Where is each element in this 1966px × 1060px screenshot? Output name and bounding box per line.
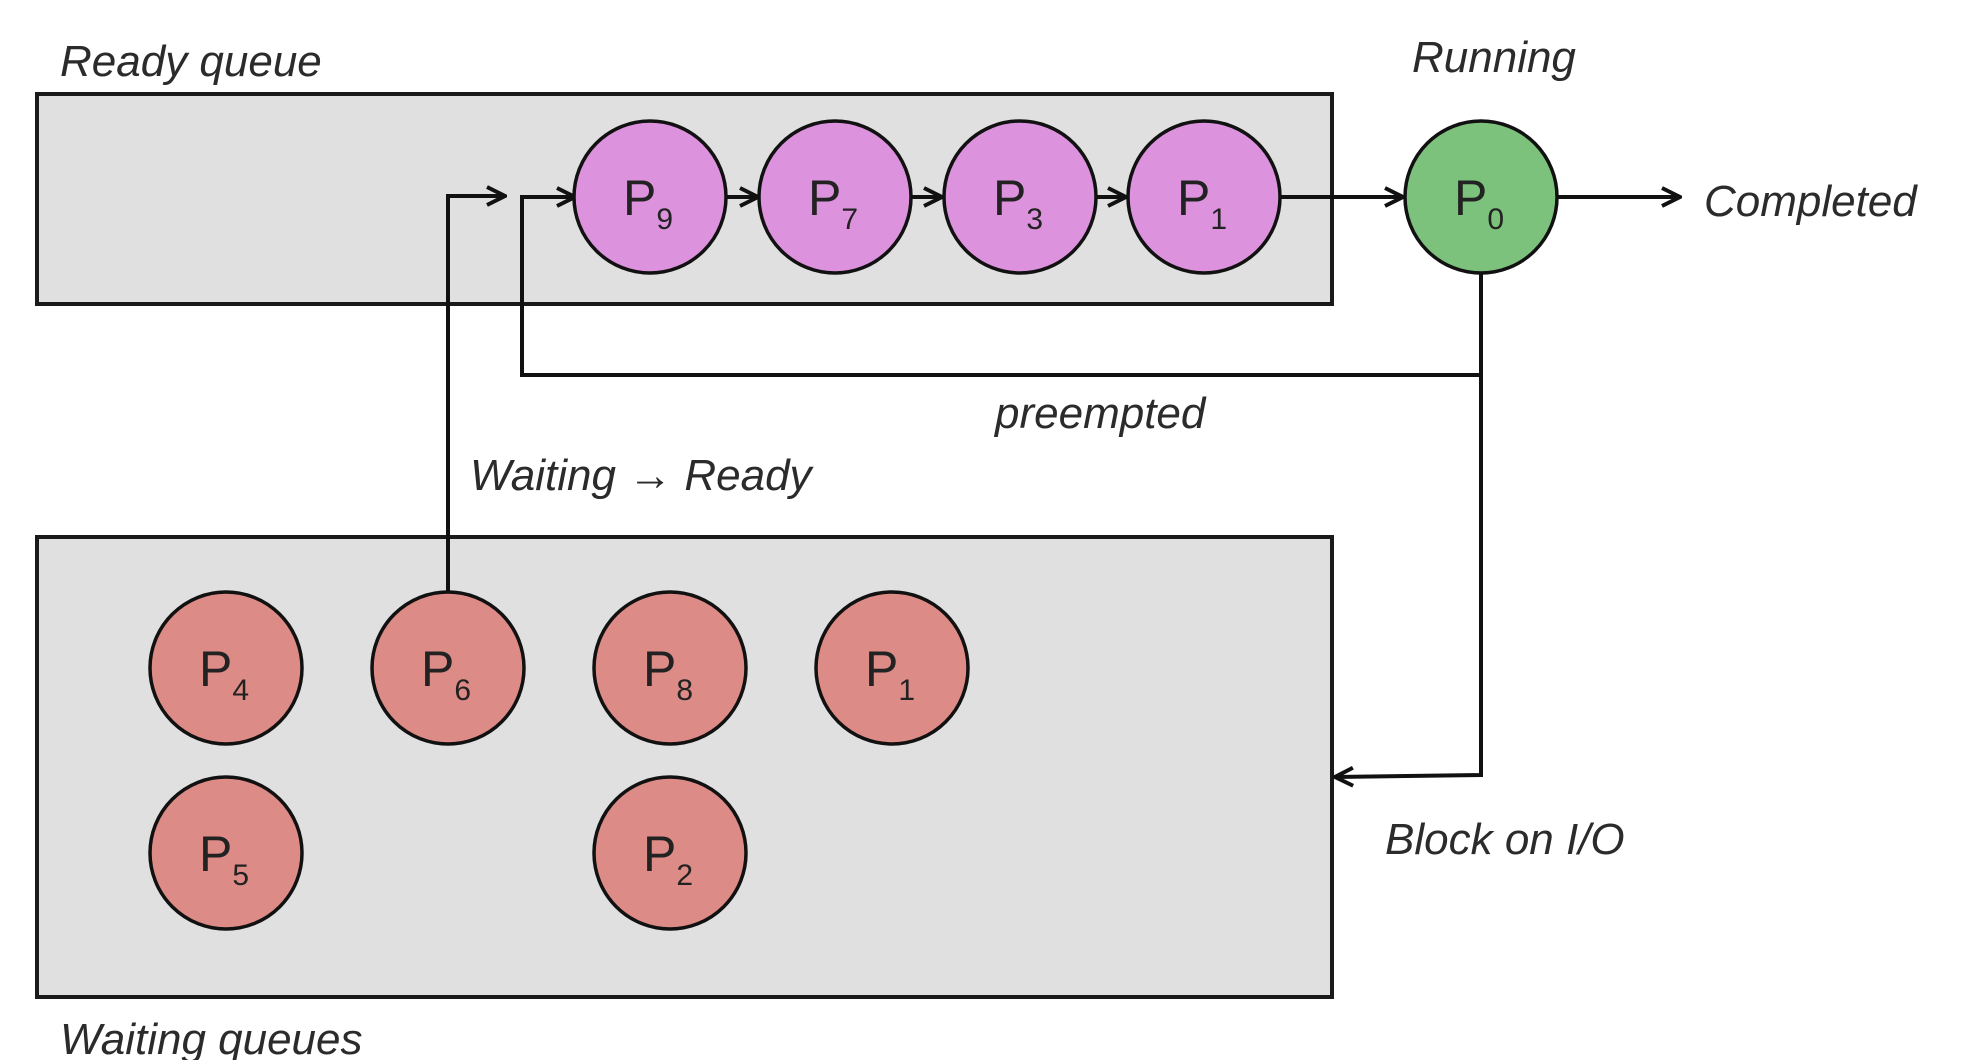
- ready-process-p3: P3: [942, 119, 1098, 275]
- ready-process-p1-circle: [1126, 119, 1282, 275]
- ready-queue-label: Ready queue: [60, 37, 322, 86]
- ready-process-p1: P1: [1126, 119, 1282, 275]
- ready-process-p9-label: P9: [623, 170, 673, 236]
- waiting-process-p5-5-label: P5: [199, 826, 249, 892]
- running-process-p0-label: P0: [1454, 170, 1504, 236]
- waiting-process-p5-5: P5: [148, 775, 304, 931]
- flow-arrows: [446, 196, 1680, 777]
- block-on-io-arrow: [1335, 375, 1483, 777]
- waiting-process-p6-2-circle: [370, 590, 526, 746]
- ready-process-p7: P7: [757, 119, 913, 275]
- ready-process-p3-circle: [942, 119, 1098, 275]
- waiting-process-p2-6-label: P2: [643, 826, 693, 892]
- waiting-process-p1-4: P1: [814, 590, 970, 746]
- waiting-process-p5-5-circle: [148, 775, 304, 931]
- ready-process-p1-label: P1: [1177, 170, 1227, 236]
- waiting-process-p4-1: P4: [148, 590, 304, 746]
- waiting-process-p6-2: P6: [370, 590, 526, 746]
- waiting-process-p2-6: P2: [592, 775, 748, 931]
- running-process-p0-circle: [1403, 119, 1559, 275]
- running-process: P0: [1403, 119, 1559, 275]
- waiting-process-p4-1-label: P4: [199, 641, 249, 707]
- ready-process-p7-label: P7: [808, 170, 858, 236]
- ready-process-p3-label: P3: [993, 170, 1043, 236]
- waiting-to-ready-arrow: [446, 196, 505, 592]
- waiting-process-p1-4-circle: [814, 590, 970, 746]
- ready-process-p7-circle: [757, 119, 913, 275]
- waiting-process-p8-3-circle: [592, 590, 748, 746]
- ready-process-p9: P9: [572, 119, 728, 275]
- waiting-to-ready-label: Waiting → Ready: [470, 451, 815, 500]
- waiting-process-p1-4-label: P1: [865, 641, 915, 707]
- waiting-process-p8-3: P8: [592, 590, 748, 746]
- running-process-p0: P0: [1403, 119, 1559, 275]
- running-label: Running: [1412, 33, 1576, 82]
- completed-label: Completed: [1704, 177, 1918, 226]
- ready-queue-processes: P9 P7 P3 P1: [572, 119, 1282, 275]
- preempted-label: preempted: [993, 389, 1207, 438]
- block-on-io-label: Block on I/O: [1385, 815, 1625, 864]
- ready-process-p9-circle: [572, 119, 728, 275]
- waiting-queues-label: Waiting queues: [60, 1015, 363, 1060]
- waiting-process-p8-3-label: P8: [643, 641, 693, 707]
- preempted-arrow: [520, 197, 1483, 377]
- waiting-process-p4-1-circle: [148, 590, 304, 746]
- waiting-process-p2-6-circle: [592, 775, 748, 931]
- waiting-process-p6-2-label: P6: [421, 641, 471, 707]
